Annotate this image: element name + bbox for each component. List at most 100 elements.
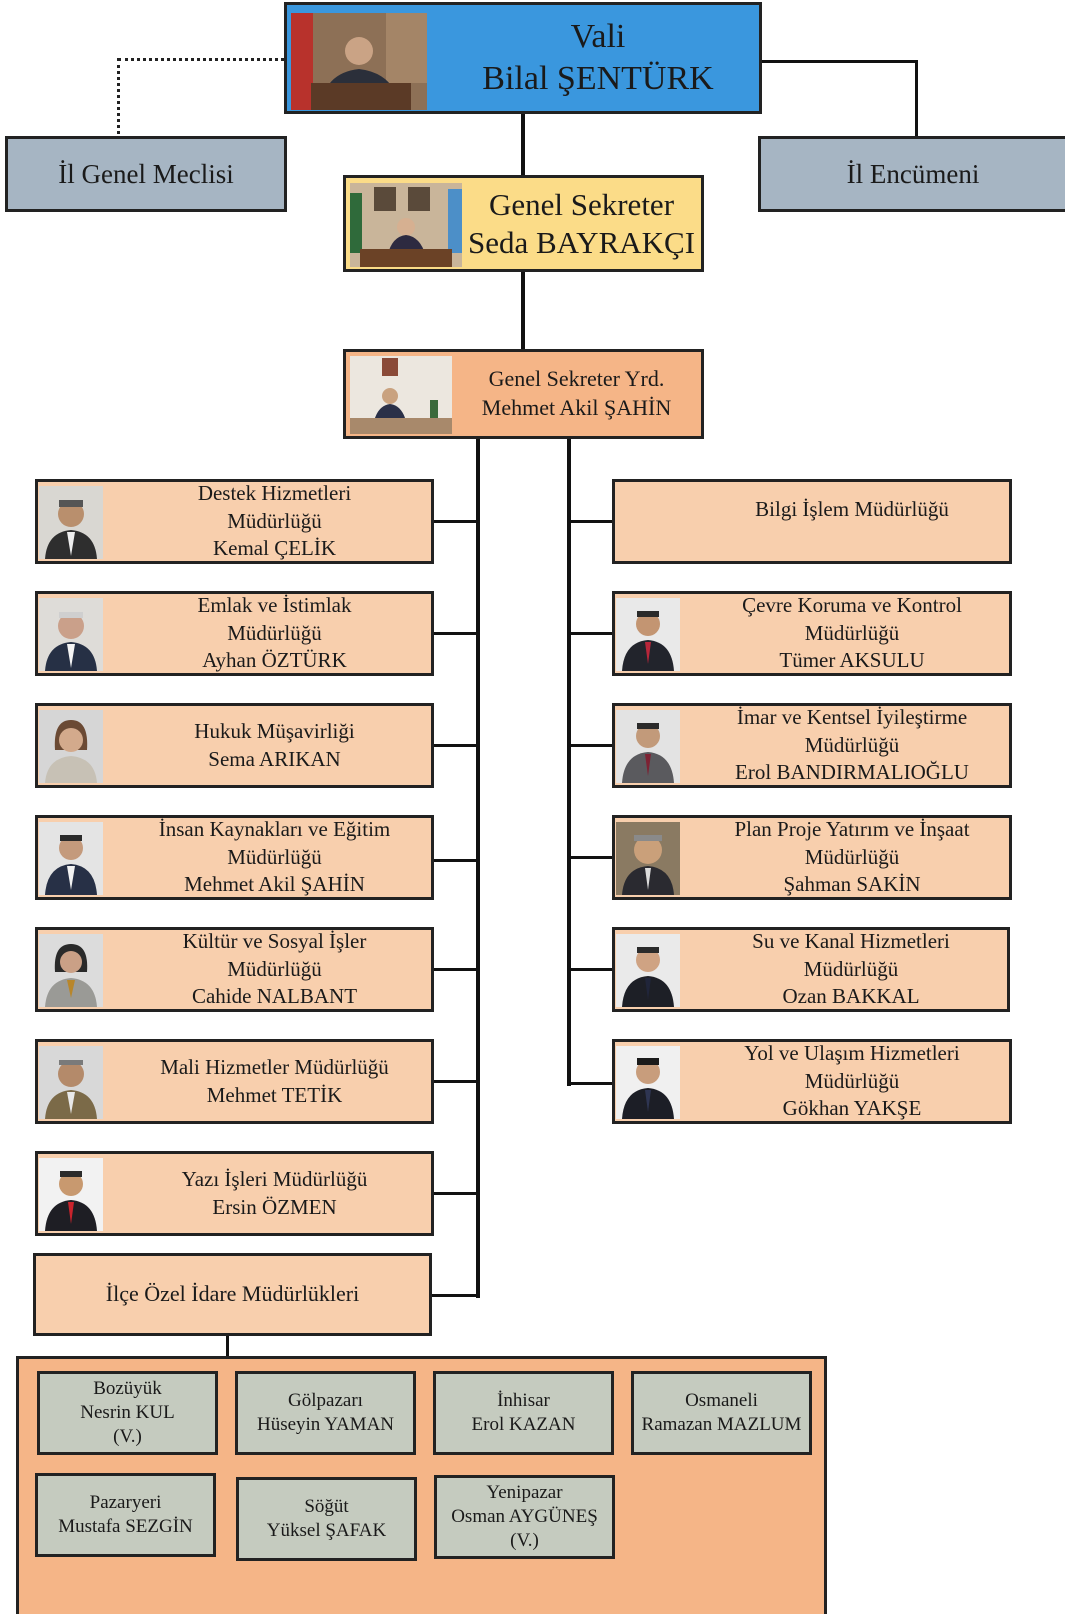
department-line1: Kültür ve Sosyal İşler <box>182 928 367 953</box>
district-name: Pazaryeri <box>89 1491 162 1513</box>
department-line2: Müdürlüğü <box>227 956 322 981</box>
department-box-cevre-koruma[interactable]: Çevre Koruma ve Kontrol Müdürlüğü Tümer … <box>612 591 1012 676</box>
department-box-plan-proje[interactable]: Plan Proje Yatırım ve İnşaat Müdürlüğü Ş… <box>612 815 1012 900</box>
district-person-name: Osman AYGÜNEŞ <box>451 1505 598 1527</box>
governor-title: Vali <box>570 17 626 55</box>
department-box-emlak-istimlak[interactable]: Emlak ve İstimlak Müdürlüğü Ayhan ÖZTÜRK <box>35 591 434 676</box>
district-name: İnhisar <box>497 1389 550 1411</box>
council-box-il-encumeni[interactable]: İl Encümeni <box>758 136 1065 212</box>
connector-left-trunk <box>476 438 480 1298</box>
secretary-box[interactable]: Genel Sekreter Seda BAYRAKÇI <box>343 175 704 272</box>
district-name: Söğüt <box>304 1495 349 1517</box>
department-box-hukuk-musavirligi[interactable]: Hukuk Müşavirliği Sema ARIKAN <box>35 703 434 788</box>
branch-left-6 <box>434 1080 478 1083</box>
secretary-name: Seda BAYRAKÇI <box>467 224 696 260</box>
person-photo <box>39 710 103 783</box>
district-person-name: Mustafa SEZGİN <box>58 1516 193 1537</box>
department-line2: Müdürlüğü <box>804 844 900 869</box>
district-person-name: Erol KAZAN <box>471 1414 576 1435</box>
connector-secretary-deputy <box>521 271 525 350</box>
deputy-box[interactable]: Genel Sekreter Yrd. Mehmet Akil ŞAHİN <box>343 349 704 439</box>
district-person-name: Yüksel ŞAFAK <box>266 1520 387 1541</box>
council-label: İl Genel Meclisi <box>58 158 234 189</box>
connector-right-trunk <box>567 438 571 1086</box>
deputy-name: Mehmet Akil ŞAHİN <box>481 395 672 420</box>
branch-left-5 <box>434 968 478 971</box>
person-photo <box>39 934 103 1007</box>
branch-right-4 <box>567 856 613 859</box>
department-line1: Çevre Koruma ve Kontrol <box>742 592 962 617</box>
department-line2: Müdürlüğü <box>227 844 322 869</box>
department-line2: Müdürlüğü <box>803 956 899 981</box>
branch-right-3 <box>567 744 613 747</box>
district-box-golpazari[interactable]: Gölpazarı Hüseyin YAMAN <box>235 1371 416 1455</box>
district-directorates-label: İlçe Özel İdare Müdürlükleri <box>105 1281 360 1307</box>
department-person-name: Kemal ÇELİK <box>212 536 337 561</box>
department-line1: Bilgi İşlem Müdürlüğü <box>755 497 949 521</box>
council-box-il-genel-meclisi[interactable]: İl Genel Meclisi <box>5 136 287 212</box>
district-box-osmaneli[interactable]: Osmaneli Ramazan MAZLUM <box>631 1371 812 1455</box>
department-line1: Mali Hizmetler Müdürlüğü <box>160 1054 389 1079</box>
department-line1: İnsan Kaynakları ve Eğitim <box>158 816 391 841</box>
department-box-insan-kaynaklari[interactable]: İnsan Kaynakları ve Eğitim Müdürlüğü Meh… <box>35 815 434 900</box>
district-person-name: Nesrin KUL <box>80 1401 175 1423</box>
department-box-yol-ulasim[interactable]: Yol ve Ulaşım Hizmetleri Müdürlüğü Gökha… <box>612 1039 1012 1124</box>
governor-box[interactable]: Vali Bilal ŞENTÜRK <box>284 2 762 114</box>
department-person-name: Erol BANDIRMALIOĞLU <box>735 760 969 785</box>
department-person-name: Gökhan YAKŞE <box>782 1096 922 1121</box>
deputy-title: Genel Sekreter Yrd. <box>488 366 665 392</box>
district-box-pazaryeri[interactable]: Pazaryeri Mustafa SEZGİN <box>35 1473 216 1557</box>
branch-right-1 <box>567 520 613 523</box>
branch-left-7 <box>434 1192 478 1195</box>
department-line1: Plan Proje Yatırım ve İnşaat <box>734 816 970 841</box>
district-name: Gölpazarı <box>288 1389 363 1411</box>
district-person-name: Ramazan MAZLUM <box>641 1414 802 1435</box>
connector-district-container <box>226 1334 229 1358</box>
district-note: (V.) <box>113 1426 142 1448</box>
district-name: Osmaneli <box>685 1389 758 1411</box>
branch-right-6 <box>567 1082 613 1085</box>
department-box-destek-hizmetleri[interactable]: Destek Hizmetleri Müdürlüğü Kemal ÇELİK <box>35 479 434 564</box>
department-line1: Su ve Kanal Hizmetleri <box>752 928 950 953</box>
district-person-name: Hüseyin YAMAN <box>256 1414 395 1435</box>
district-box-sogut[interactable]: Söğüt Yüksel ŞAFAK <box>236 1477 417 1561</box>
department-line1: Yazı İşleri Müdürlüğü <box>181 1166 368 1191</box>
branch-left-1 <box>434 520 478 523</box>
department-box-mali-hizmetler[interactable]: Mali Hizmetler Müdürlüğü Mehmet TETİK <box>35 1039 434 1124</box>
department-person-name: Ayhan ÖZTÜRK <box>202 648 347 673</box>
department-person-name: Mehmet Akil ŞAHİN <box>184 872 365 897</box>
department-line2: Müdürlüğü <box>804 732 900 757</box>
department-person-name: Ersin ÖZMEN <box>212 1194 337 1219</box>
department-person-name: Şahman SAKİN <box>783 872 921 897</box>
branch-left-8 <box>432 1294 480 1297</box>
district-box-inhisar[interactable]: İnhisar Erol KAZAN <box>433 1371 614 1455</box>
department-person-name: Mehmet TETİK <box>206 1082 343 1107</box>
department-box-su-kanal[interactable]: Su ve Kanal Hizmetleri Müdürlüğü Ozan BA… <box>612 927 1010 1012</box>
branch-right-2 <box>567 632 613 635</box>
governor-name: Bilal ŞENTÜRK <box>482 60 714 97</box>
department-person-name: Sema ARIKAN <box>208 746 341 771</box>
department-box-imar-kentsel[interactable]: İmar ve Kentsel İyileştirme Müdürlüğü Er… <box>612 703 1012 788</box>
department-box-yazi-isleri[interactable]: Yazı İşleri Müdürlüğü Ersin ÖZMEN <box>35 1151 434 1236</box>
department-line2: Müdürlüğü <box>804 620 900 645</box>
department-box-bilgi-islem[interactable]: Bilgi İşlem Müdürlüğü <box>612 479 1012 564</box>
person-photo <box>39 486 103 559</box>
branch-left-2 <box>434 632 478 635</box>
district-directorates-box[interactable]: İlçe Özel İdare Müdürlükleri <box>33 1253 432 1336</box>
department-line1: Hukuk Müşavirliği <box>194 718 355 743</box>
department-line1: Yol ve Ulaşım Hizmetleri <box>744 1040 960 1065</box>
governor-photo <box>291 13 427 110</box>
secretary-photo <box>350 183 462 267</box>
department-line2: Müdürlüğü <box>804 1068 900 1093</box>
person-photo <box>616 710 680 783</box>
department-line1: Destek Hizmetleri <box>197 480 352 505</box>
district-box-yenipazar[interactable]: Yenipazar Osman AYGÜNEŞ (V.) <box>434 1475 615 1559</box>
connector-governor-secretary <box>521 113 525 177</box>
district-box-bozuyuk[interactable]: Bozüyük Nesrin KUL (V.) <box>37 1371 218 1455</box>
branch-left-3 <box>434 744 478 747</box>
department-person-name: Tümer AKSULU <box>779 648 925 673</box>
department-box-kultur-sosyal[interactable]: Kültür ve Sosyal İşler Müdürlüğü Cahide … <box>35 927 434 1012</box>
department-person-name: Cahide NALBANT <box>191 984 358 1009</box>
person-photo <box>39 1046 103 1119</box>
district-note: (V.) <box>510 1530 539 1552</box>
